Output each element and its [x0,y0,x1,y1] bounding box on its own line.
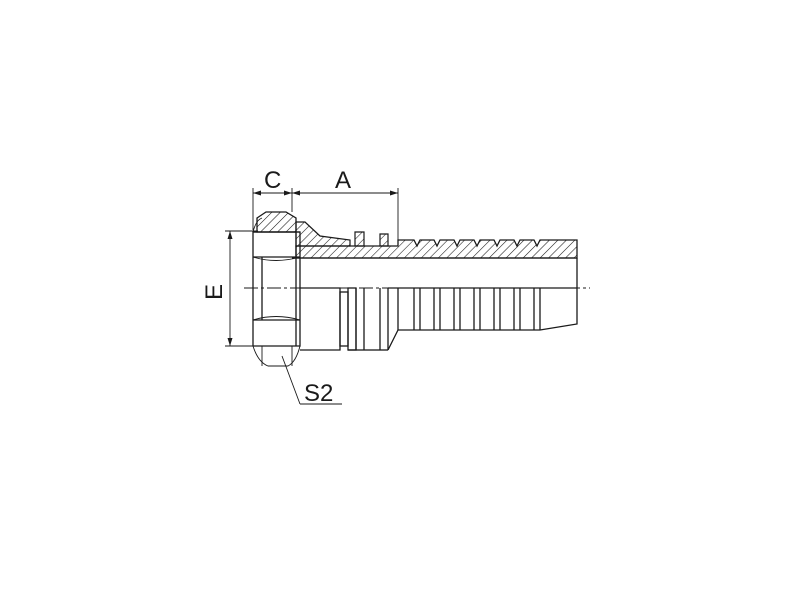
hose-tail [244,239,590,351]
label-s2: S2 [304,380,333,407]
label-e: E [201,284,228,300]
dimension-c-a [252,188,399,240]
leader-s2 [281,355,301,405]
label-c: C [264,167,281,194]
collar [295,221,389,351]
label-a: A [335,167,351,194]
hex-nut [252,211,301,367]
